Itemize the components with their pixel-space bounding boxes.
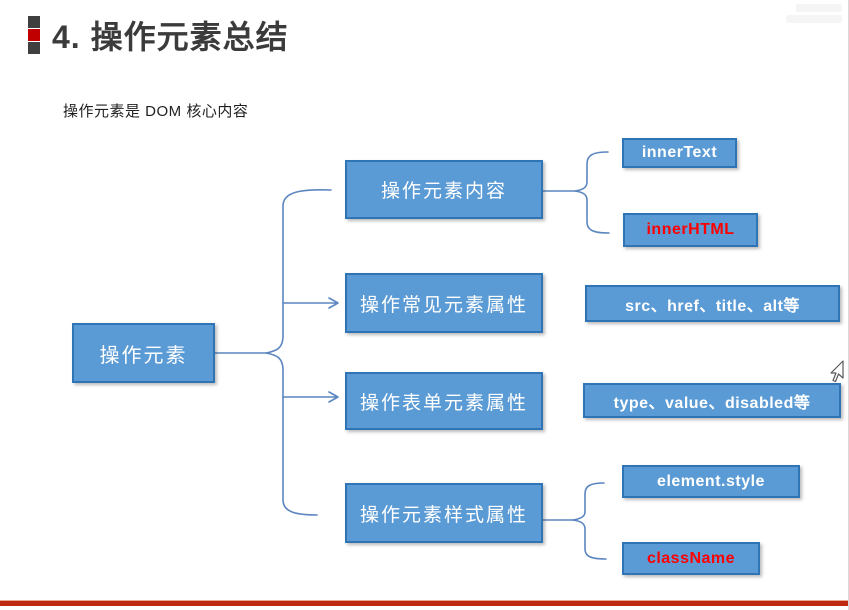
- leaf-element-style: element.style: [622, 465, 800, 498]
- mouse-cursor-icon: [830, 360, 844, 383]
- big-brace: [265, 189, 332, 516]
- leaf-innerhtml: innerHTML: [623, 213, 758, 247]
- node-branch-content: 操作元素内容: [345, 160, 543, 219]
- bottom-rule: [0, 600, 848, 606]
- title-bullet-icon: [28, 16, 40, 55]
- page-title: 4. 操作元素总结: [52, 19, 289, 55]
- leaf-innertext: innerText: [622, 138, 737, 168]
- brace-branch-1: [574, 151, 610, 234]
- watermark: [786, 4, 844, 28]
- arrow-branch-3: [282, 391, 339, 403]
- node-root: 操作元素: [72, 323, 215, 383]
- leaf-classname: className: [622, 542, 760, 575]
- leaf-common-attr-list: src、href、title、alt等: [585, 285, 840, 322]
- arrow-branch-2: [282, 297, 339, 309]
- node-branch-style-attrs: 操作元素样式属性: [345, 483, 543, 543]
- brace-branch-4: [572, 482, 607, 560]
- leaf-form-attr-list: type、value、disabled等: [583, 383, 841, 418]
- subtitle: 操作元素是 DOM 核心内容: [63, 103, 249, 120]
- node-branch-common-attrs: 操作常见元素属性: [345, 273, 543, 333]
- node-branch-form-attrs: 操作表单元素属性: [345, 372, 543, 430]
